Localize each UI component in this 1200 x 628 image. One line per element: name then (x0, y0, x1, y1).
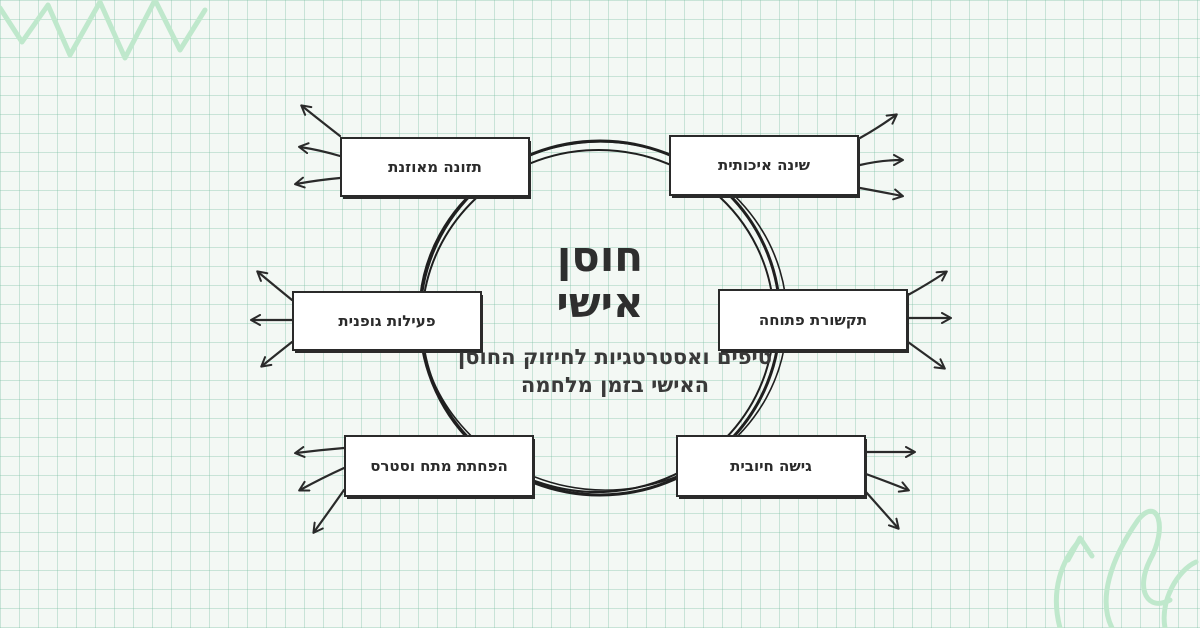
box-activity: פעילות גופנית (292, 291, 482, 351)
arrows-positive (864, 446, 916, 530)
label-nutrition: תזונה מאוזנת (376, 156, 494, 179)
label-communication: תקשורת פתוחה (746, 309, 880, 332)
label-sleep: שינה איכותית (706, 154, 822, 177)
diagram-subtitle: טיפים ואסטרטגיות לחיזוק החוסן האישי בזמן… (458, 345, 772, 397)
box-sleep: שינה איכותית (669, 135, 859, 196)
decoration-scribble-top-left (0, 0, 208, 61)
label-positive: גישה חיובית (718, 455, 824, 478)
box-nutrition: תזונה מאוזנת (340, 137, 530, 197)
box-stress: הפחתת מתח וסטרס (344, 435, 534, 497)
decoration-scribble-bottom-right (1054, 508, 1199, 628)
arrows-nutrition (294, 104, 342, 189)
box-communication: תקשורת פתוחה (718, 289, 908, 351)
diagram-title: חוסן אישי (556, 232, 644, 327)
box-positive: גישה חיובית (676, 435, 866, 497)
arrows-stress (294, 446, 346, 534)
label-stress: הפחתת מתח וסטרס (363, 455, 515, 478)
arrows-sleep (858, 113, 904, 201)
arrows-activity (250, 270, 294, 368)
arrows-communication (906, 270, 952, 370)
label-activity: פעילות גופנית (326, 310, 447, 333)
